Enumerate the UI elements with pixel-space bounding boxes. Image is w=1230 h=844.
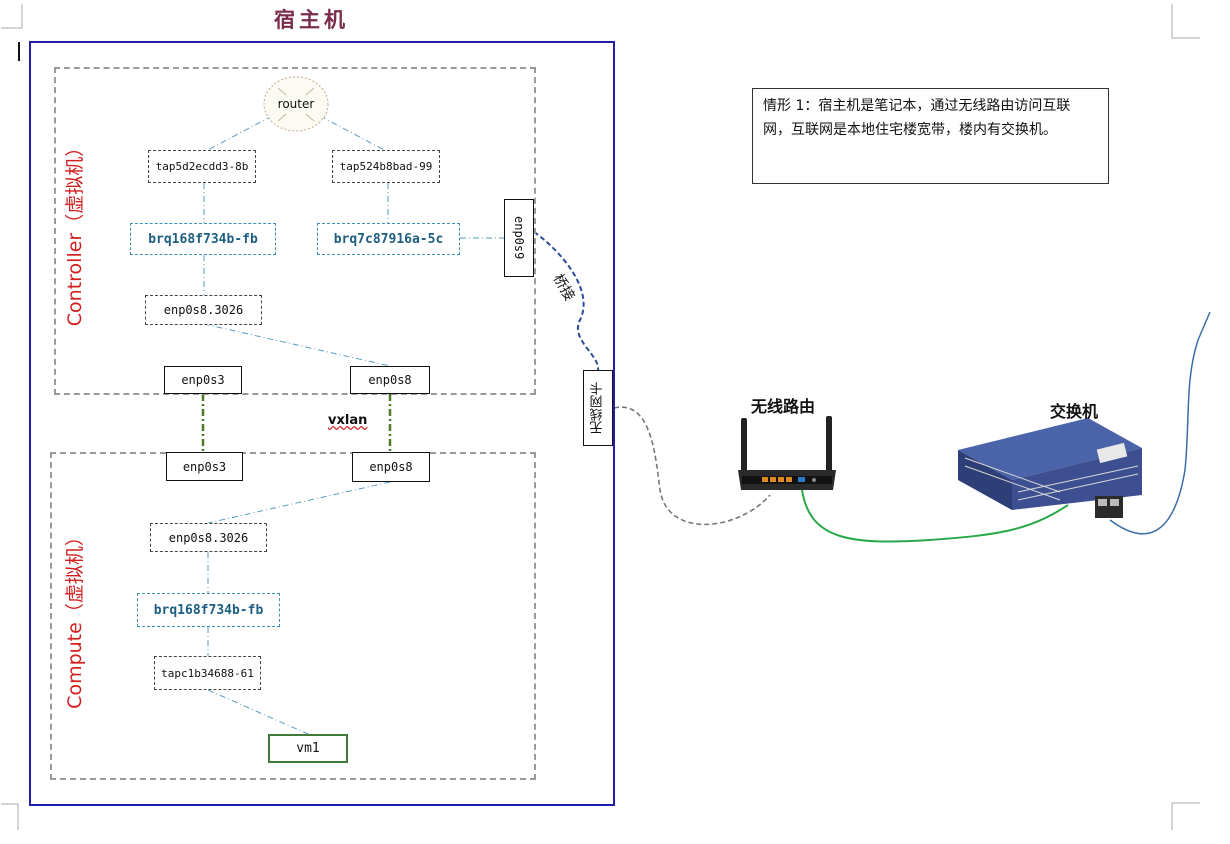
page-title: 宿主机 — [274, 7, 349, 32]
controller-enp0s8[interactable]: enp0s8 — [350, 366, 430, 394]
compute-enp0s8[interactable]: enp0s8 — [352, 452, 430, 482]
page-corner-marks — [1, 4, 1200, 830]
compute-tap-port[interactable]: tapc1b34688-61 — [154, 656, 261, 690]
wireless-router-device — [738, 416, 836, 490]
vm1-instance[interactable]: vm1 — [268, 734, 348, 763]
tap2-port[interactable]: tap524b8bad-99 — [332, 150, 440, 183]
controller-vm-box — [54, 67, 536, 395]
router-label: router — [277, 97, 315, 111]
controller-enp0s3[interactable]: enp0s3 — [164, 366, 242, 394]
switch-label: 交换机 — [1050, 402, 1099, 421]
controller-bridge2[interactable]: brq7c87916a-5c — [317, 223, 460, 255]
link-wireless-to-router — [613, 406, 771, 526]
wireless-router-label: 无线路由 — [751, 397, 816, 416]
lan-cable — [801, 489, 1069, 543]
compute-enp0s3[interactable]: enp0s3 — [166, 452, 243, 481]
scenario-note: 情形 1：宿主机是笔记本，通过无线路由访问互联网，互联网是本地住宅楼宽带，楼内有… — [752, 88, 1109, 184]
link-tap-vm — [207, 689, 309, 735]
link-bridged-wireless — [533, 231, 600, 371]
controller-vlan-interface[interactable]: enp0s8.3026 — [145, 295, 262, 325]
vxlan-label: vxlan — [328, 413, 368, 428]
host-machine-box — [29, 41, 615, 806]
controller-bridge1[interactable]: brq168f734b-fb — [130, 223, 276, 255]
compute-vm-box — [50, 452, 536, 780]
corner-mark-top-left — [1, 4, 23, 29]
text-cursor — [18, 42, 20, 61]
corner-mark-bottom-right — [1171, 802, 1200, 830]
link-vlan-enp0s8 — [203, 323, 391, 367]
controller-enp0s9[interactable]: enp0s9 — [504, 199, 534, 277]
corner-mark-top-right — [1171, 4, 1200, 39]
link-enp0s8-vlan-compute — [207, 481, 391, 524]
uplink-cable — [1109, 311, 1211, 535]
tap1-port[interactable]: tap5d2ecdd3-8b — [148, 150, 256, 183]
compute-vm-label: Compute（虚拟机） — [63, 527, 86, 709]
controller-vm-label: Controller（虚拟机） — [63, 137, 86, 327]
compute-vlan-interface[interactable]: enp0s8.3026 — [150, 523, 267, 552]
host-wireless-nic[interactable]: 无线网卡 — [583, 370, 613, 446]
corner-mark-bottom-left — [1, 803, 19, 830]
compute-bridge[interactable]: brq168f734b-fb — [137, 593, 280, 627]
router-icon — [263, 76, 329, 132]
switch-device — [958, 418, 1142, 518]
